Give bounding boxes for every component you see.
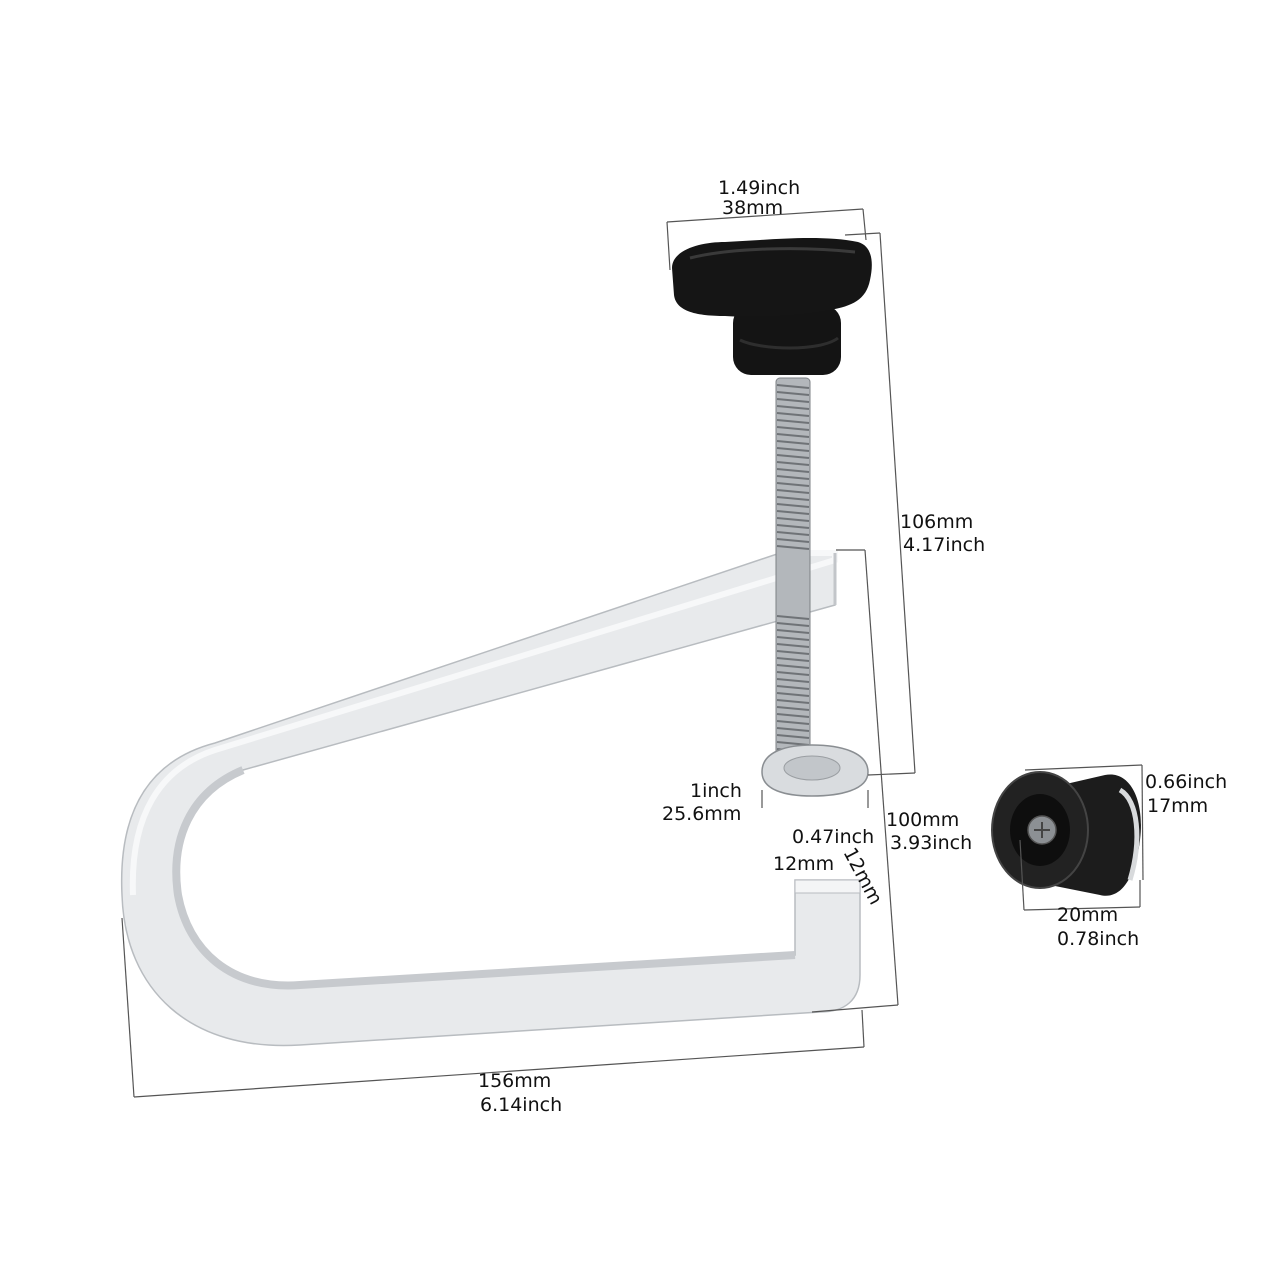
knob-width-inch: 1.49inch: [718, 177, 800, 199]
total-length-mm: 156mm: [478, 1070, 551, 1092]
clamp-frame: [120, 550, 861, 1047]
foot-height-inch: 0.66inch: [1145, 771, 1227, 793]
jaw-width-a-mm: 12mm: [773, 853, 834, 875]
foot-height-mm: 17mm: [1147, 795, 1208, 817]
star-knob: [672, 238, 872, 375]
threaded-screw: [761, 377, 869, 797]
foot-diameter-inch: 0.78inch: [1057, 928, 1139, 950]
total-length-inch: 6.14inch: [480, 1094, 562, 1116]
total-height-inch: 4.17inch: [903, 534, 985, 556]
dimension-labels: 1.49inch 38mm 106mm 4.17inch 1inch 25.6m…: [478, 177, 1227, 1116]
jaw-thickness-inch: 0.47inch: [792, 826, 874, 848]
total-height-mm: 106mm: [900, 511, 973, 533]
foot-diameter-mm: 20mm: [1057, 904, 1118, 926]
pad-width-inch: 1inch: [690, 780, 742, 802]
throat-depth-inch: 3.93inch: [890, 832, 972, 854]
throat-depth-mm: 100mm: [886, 809, 959, 831]
knob-width-mm: 38mm: [722, 197, 783, 219]
pad-width-mm: 25.6mm: [662, 803, 741, 825]
rubber-foot: [991, 771, 1141, 896]
dimension-lines: [121, 208, 1144, 1098]
